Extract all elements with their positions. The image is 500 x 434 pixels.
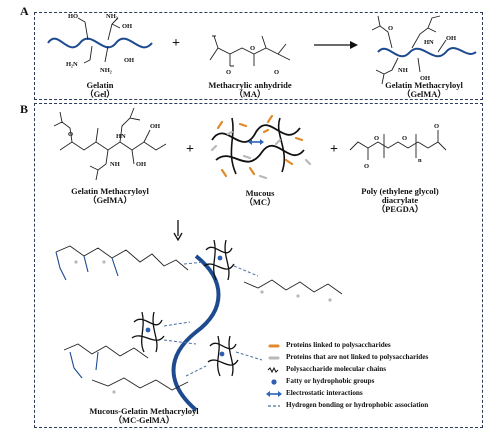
plus-sign-b1: + bbox=[186, 142, 194, 157]
gelatin-oh-label: HO bbox=[68, 13, 78, 20]
gelma-a-oh-label: OH bbox=[420, 75, 430, 82]
gelma-b-name: Gelatin Methacryloyl bbox=[71, 186, 149, 196]
blue-dot-icon bbox=[271, 379, 277, 385]
mc-gelma-abbr: （MC-GelMA） bbox=[113, 415, 175, 425]
gelma-b-hn-label: HN bbox=[116, 133, 126, 140]
ma-o-right: O bbox=[274, 69, 279, 76]
ma-o-left: O bbox=[226, 69, 231, 76]
gelma-a-hn-label: HN bbox=[424, 39, 434, 46]
gelma-b-o-label: O bbox=[68, 131, 73, 138]
gelatin-h2n-label: H₂N bbox=[66, 61, 78, 68]
legend-item-hydrophobic-groups: Fatty or hydrophobic groups bbox=[286, 377, 375, 385]
black-wave-icon bbox=[267, 366, 279, 374]
pegda-name-line1: Poly (ethylene glycol) bbox=[361, 186, 439, 196]
reaction-arrow-head bbox=[350, 41, 358, 49]
gelatin-oh-right-label: OH bbox=[122, 23, 132, 30]
pegda-o-2: O bbox=[374, 135, 379, 142]
ma-abbr: （MA） bbox=[234, 89, 266, 99]
gelma-b-oh2-label: OH bbox=[150, 123, 160, 130]
pegda-n-label: n bbox=[418, 157, 422, 164]
legend-item-hydrogen-bonding: Hydrogen bonding or hydrophobic associat… bbox=[286, 401, 429, 409]
methacrylic-anhydride-structure: O O O bbox=[209, 35, 291, 76]
gelma-b-oh-label: OH bbox=[136, 161, 146, 168]
pegda-o-right: O bbox=[434, 123, 439, 130]
ma-name: Methacrylic anhydride bbox=[208, 80, 292, 90]
ma-o-middle: O bbox=[250, 45, 255, 52]
pegda-o-3: O bbox=[402, 135, 407, 142]
gelma-b-abbr: （GelMA） bbox=[88, 195, 132, 205]
down-arrow-head bbox=[173, 232, 183, 242]
gelatin-nh2-top-label: NH₂ bbox=[106, 13, 118, 20]
gelma-a-abbr: （GelMA） bbox=[402, 89, 446, 99]
gelatin-oh-bottom-label: OH bbox=[124, 57, 134, 64]
pegda-structure: O O O O n bbox=[349, 123, 447, 170]
panel-a-letter: A bbox=[20, 4, 29, 18]
plus-sign-b2: + bbox=[330, 142, 338, 157]
legend-icons bbox=[266, 344, 282, 407]
mc-gelma-network bbox=[55, 239, 343, 412]
panel-a-frame bbox=[34, 12, 483, 100]
plus-sign-a: + bbox=[172, 36, 180, 51]
gelma-structure-b: O HN NH OH OH bbox=[53, 107, 167, 181]
pegda-name-line2: diacrylate bbox=[381, 195, 419, 205]
gelma-structure-a: O HN NH OH OH bbox=[371, 15, 477, 85]
gelatin-nh2-bottom-label: NH₂ bbox=[100, 67, 112, 74]
mucous-abbr: （MC） bbox=[244, 197, 276, 207]
pegda-o-left: O bbox=[364, 163, 369, 170]
gelatin-abbr: （Gel） bbox=[85, 89, 115, 99]
gelma-a-name: Gelatin Methacryloyl bbox=[385, 80, 463, 90]
gelma-a-oh2-label: OH bbox=[446, 35, 456, 42]
panel-b-letter: B bbox=[20, 102, 29, 116]
mc-gelma-name: Mucous-Gelatin Methacryloyl bbox=[89, 406, 199, 416]
legend-item-polysaccharide-chains: Polysaccharide molecular chains bbox=[286, 365, 387, 373]
mucous-network bbox=[210, 114, 312, 180]
gelatin-structure: HO NH₂ OH H₂N NH₂ OH bbox=[47, 13, 153, 74]
gelma-a-o-label: O bbox=[388, 25, 393, 32]
legend-item-electrostatic: Electrostatic interactions bbox=[286, 389, 363, 397]
mucous-name: Mucous bbox=[245, 188, 275, 198]
gelma-a-nh-label: NH bbox=[398, 67, 408, 74]
pegda-abbr: （PEGDA） bbox=[376, 204, 424, 214]
panel-b-frame bbox=[34, 103, 483, 428]
legend-item-unlinked-proteins: Proteins that are not linked to polysacc… bbox=[286, 353, 429, 361]
legend-item-linked-proteins: Proteins linked to polysaccharides bbox=[286, 341, 391, 349]
gelma-b-nh-label: NH bbox=[110, 161, 120, 168]
gelatin-name: Gelatin bbox=[86, 80, 114, 90]
